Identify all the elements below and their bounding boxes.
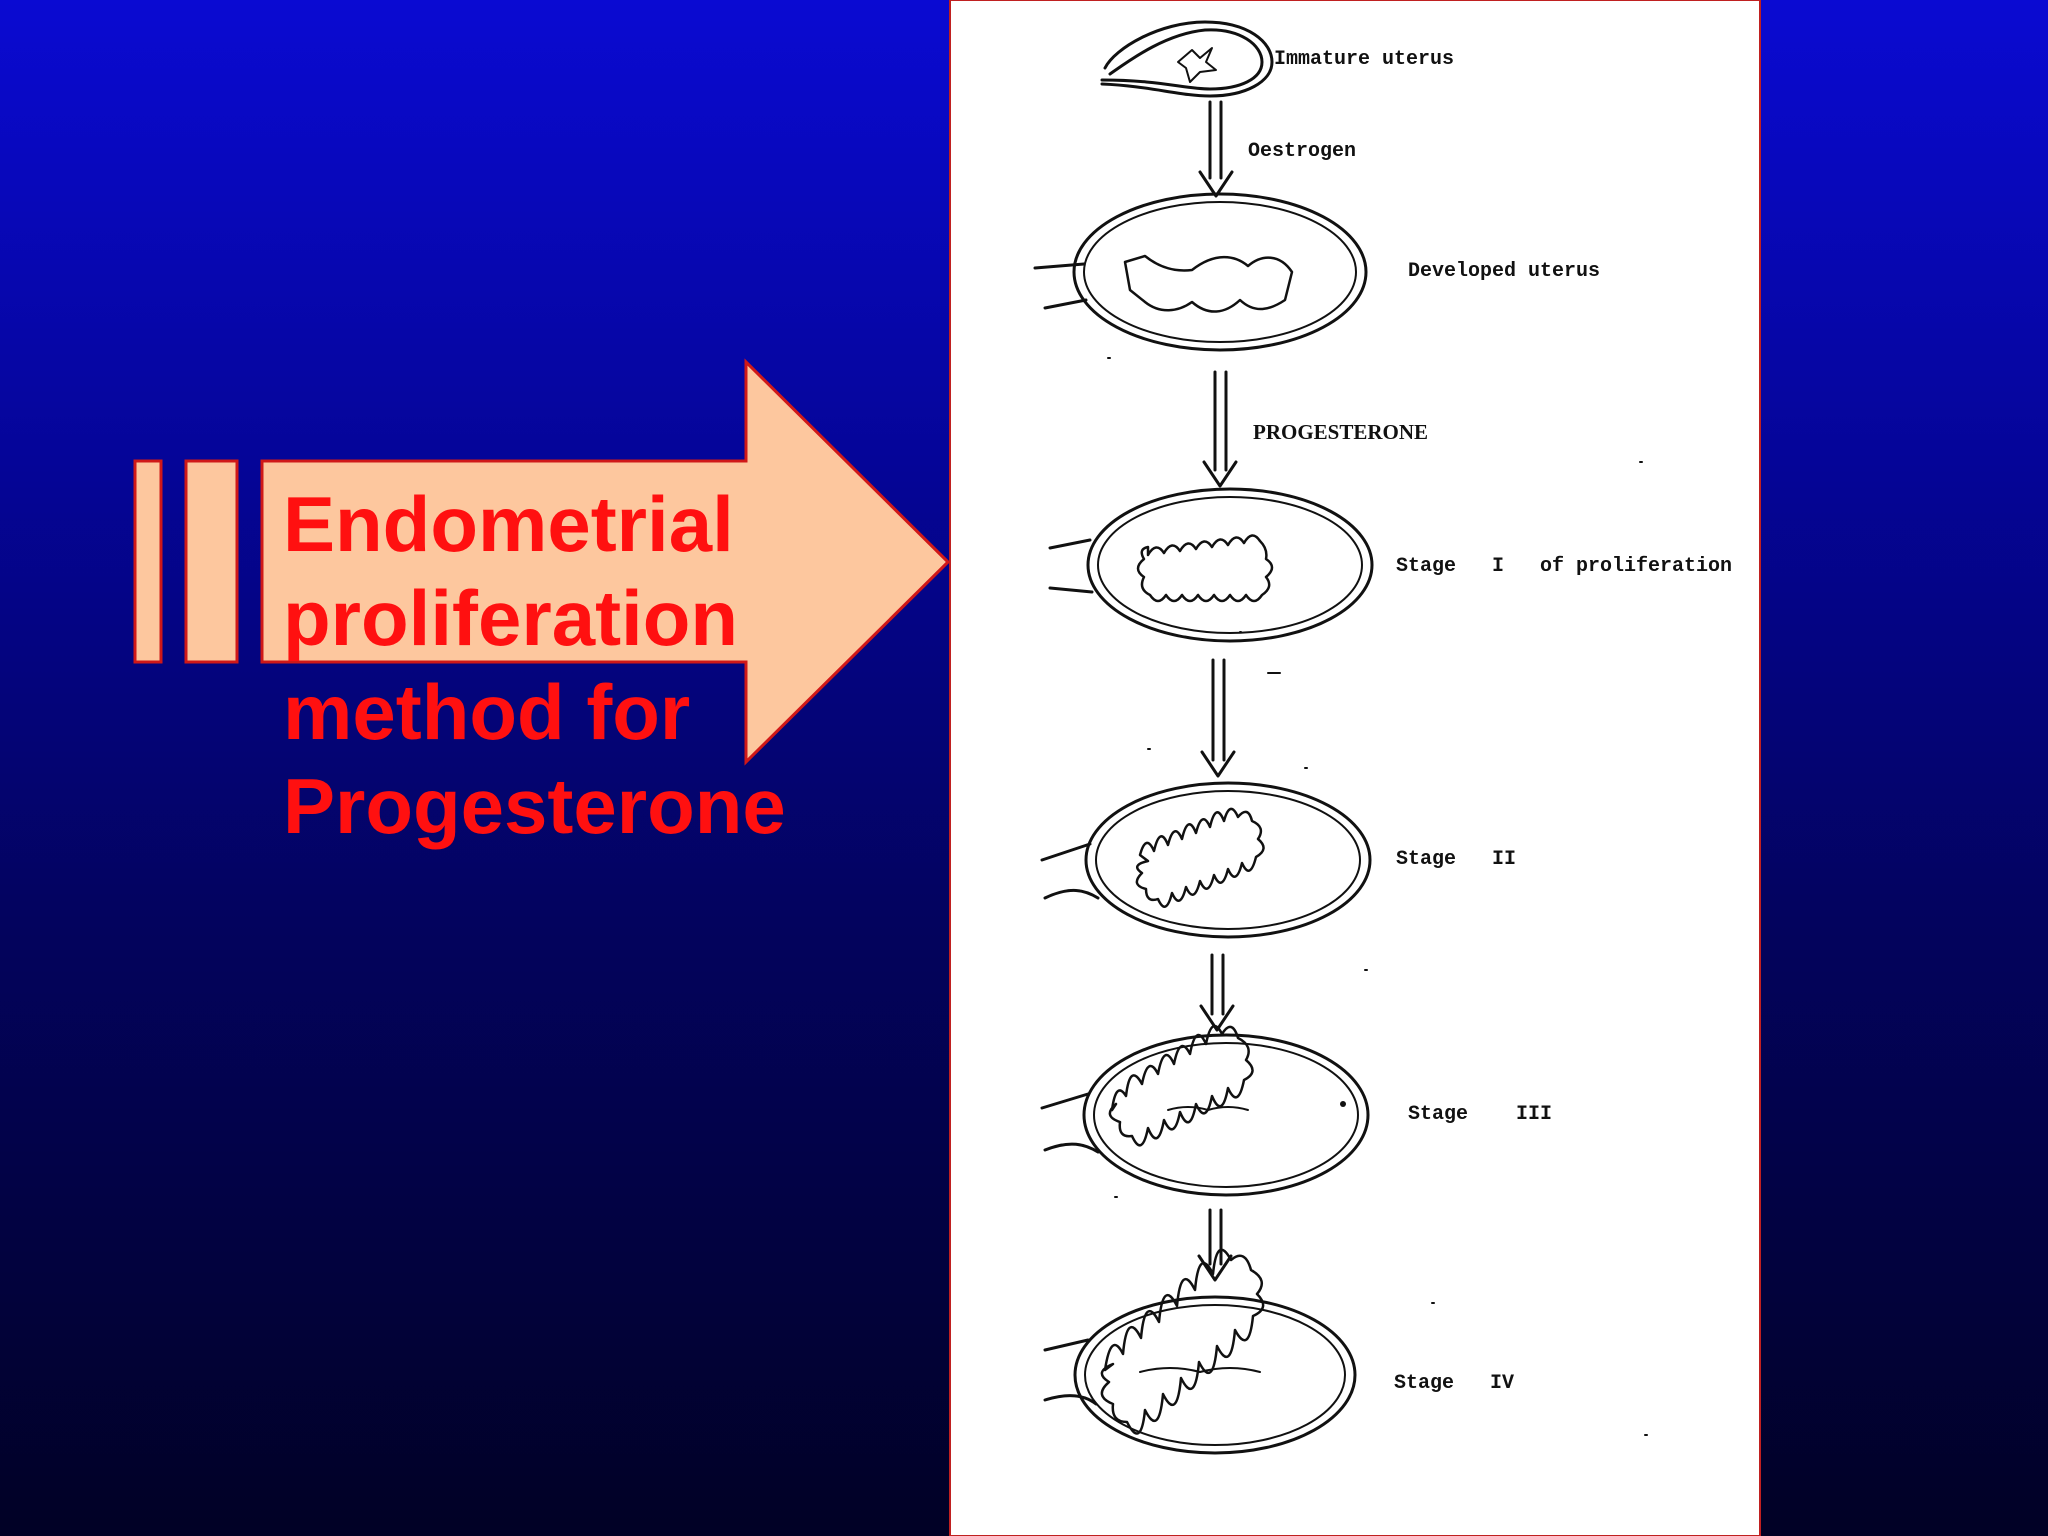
diagram-panel <box>949 0 1761 1536</box>
decorative-bar-2 <box>184 459 239 664</box>
decorative-bar-1 <box>133 459 163 664</box>
stage-3-dot <box>1340 1101 1346 1107</box>
title-line-3: method for <box>283 668 691 756</box>
immature-uterus-drawing <box>1100 20 1274 98</box>
title-line-2: proliferation <box>283 574 739 662</box>
stage-2-drawing <box>1040 781 1372 939</box>
oestrogen-arrow <box>1198 100 1234 198</box>
label-stage-1: Stage I of proliferation <box>1396 555 1733 578</box>
stage-1-drawing <box>1048 487 1374 643</box>
label-stage-3: Stage III <box>1408 1103 1553 1126</box>
developed-uterus-drawing <box>1033 192 1368 352</box>
stage-4-drawing <box>1043 1248 1357 1455</box>
label-stage-2: Stage II <box>1396 848 1517 871</box>
label-progesterone: PROGESTERONE <box>1253 420 1429 444</box>
stage-arrow-2 <box>1199 953 1235 1032</box>
label-stage-4: Stage IV <box>1394 1372 1515 1395</box>
pointer-arrow <box>260 358 951 766</box>
stage-3-drawing <box>1040 1024 1370 1197</box>
scan-specks <box>1107 357 1648 1436</box>
title-line-1: Endometrial <box>283 480 734 568</box>
progesterone-arrow <box>1202 370 1238 488</box>
stage-arrow-1 <box>1200 658 1236 778</box>
label-immature-uterus: Immature uterus <box>1274 48 1455 71</box>
title-line-4: Progesterone <box>283 762 786 850</box>
diagram-drawing <box>1033 20 1648 1455</box>
label-developed-uterus: Developed uterus <box>1408 260 1601 283</box>
label-oestrogen: Oestrogen <box>1248 140 1357 163</box>
